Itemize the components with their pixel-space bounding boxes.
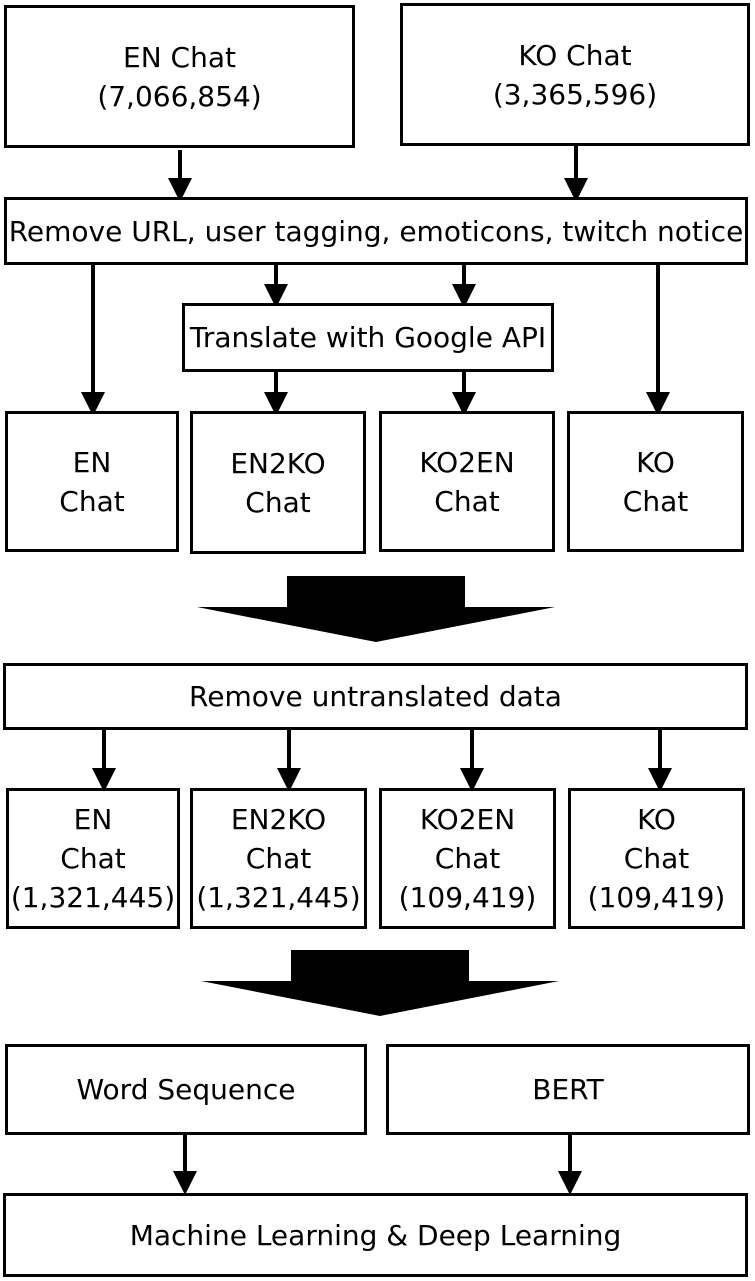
- cleaned-en-line1: EN: [73, 803, 113, 836]
- word-sequence-box: Word Sequence: [5, 1044, 367, 1135]
- intermediate-ko-line2: Chat: [622, 484, 689, 518]
- remove-untranslated-box: Remove untranslated data: [3, 663, 748, 730]
- cleaned-en2ko-line2: Chat: [245, 842, 312, 875]
- ko-chat-source-box: KO Chat (3,365,596): [400, 3, 750, 146]
- cleaned-ko-line1: KO: [637, 803, 676, 836]
- cleaned-en2ko-chat-box: EN2KO Chat (1,321,445): [190, 788, 367, 929]
- cleaned-ko-line2: Chat: [623, 842, 690, 875]
- cleaned-en-line2: Chat: [60, 842, 126, 875]
- cleaned-en-chat-box: EN Chat (1,321,445): [6, 788, 180, 929]
- intermediate-en-line2: Chat: [59, 484, 125, 518]
- intermediate-en2ko-chat-box: EN2KO Chat: [190, 411, 366, 554]
- en-chat-source-title: EN Chat: [123, 40, 236, 74]
- remove-untranslated-label: Remove untranslated data: [189, 680, 562, 713]
- big-down-arrow-2: [201, 950, 559, 1016]
- intermediate-en2ko-line2: Chat: [245, 485, 311, 519]
- intermediate-ko2en-line1: KO2EN: [419, 445, 515, 479]
- cleaned-ko2en-count: (109,419): [398, 881, 537, 914]
- en-chat-source-box: EN Chat (7,066,854): [4, 5, 355, 148]
- cleaned-en2ko-count: (1,321,445): [196, 881, 361, 914]
- translate-label: Translate with Google API: [189, 321, 547, 354]
- en-chat-source-count: (7,066,854): [97, 79, 262, 113]
- intermediate-en-line1: EN: [72, 445, 112, 479]
- intermediate-ko-chat-box: KO Chat: [567, 411, 744, 552]
- ml-dl-label: Machine Learning & Deep Learning: [129, 1218, 622, 1252]
- translate-box: Translate with Google API: [182, 303, 554, 372]
- big-down-arrow-1: [197, 576, 555, 642]
- preprocess-label: Remove URL, user tagging, emoticons, twi…: [8, 214, 744, 248]
- cleaned-ko-count: (109,419): [587, 881, 726, 914]
- preprocess-box: Remove URL, user tagging, emoticons, twi…: [4, 197, 748, 265]
- intermediate-ko2en-line2: Chat: [434, 484, 500, 518]
- ko-chat-source-count: (3,365,596): [492, 77, 658, 111]
- cleaned-ko2en-chat-box: KO2EN Chat (109,419): [379, 788, 556, 929]
- cleaned-ko-chat-box: KO Chat (109,419): [568, 788, 745, 929]
- bert-box: BERT: [386, 1044, 750, 1135]
- cleaned-en2ko-line1: EN2KO: [230, 803, 327, 836]
- intermediate-ko2en-chat-box: KO2EN Chat: [379, 411, 555, 552]
- bert-label: BERT: [532, 1073, 604, 1106]
- cleaned-ko2en-line1: KO2EN: [419, 803, 516, 836]
- word-sequence-label: Word Sequence: [76, 1073, 296, 1106]
- cleaned-en-count: (1,321,445): [10, 881, 176, 914]
- ml-dl-box: Machine Learning & Deep Learning: [3, 1193, 748, 1277]
- ko-chat-source-title: KO Chat: [518, 38, 632, 72]
- intermediate-en2ko-line1: EN2KO: [230, 446, 326, 480]
- intermediate-en-chat-box: EN Chat: [5, 411, 179, 552]
- intermediate-ko-line1: KO: [636, 445, 675, 479]
- cleaned-ko2en-line2: Chat: [434, 842, 501, 875]
